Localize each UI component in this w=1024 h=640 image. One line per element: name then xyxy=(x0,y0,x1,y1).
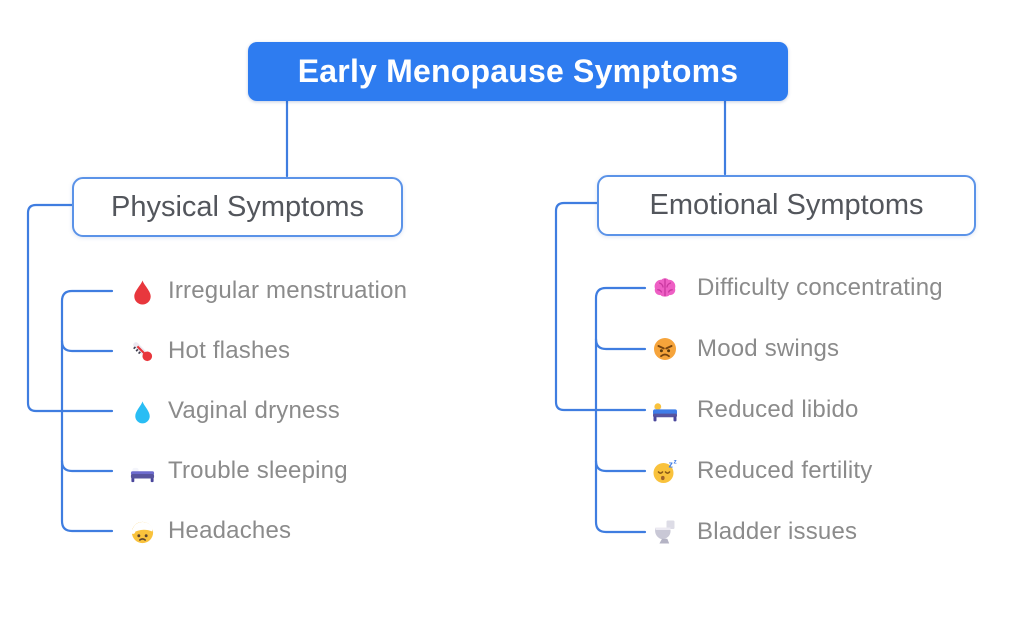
symptom-node-reduced-libido[interactable]: Reduced libido xyxy=(651,392,859,428)
symptom-node-headaches[interactable]: Headaches xyxy=(128,513,291,549)
svg-text:z: z xyxy=(674,459,678,466)
branch-label-emotional: Emotional Symptoms xyxy=(649,189,924,221)
symptom-label: Irregular menstruation xyxy=(168,277,408,304)
symptom-label: Trouble sleeping xyxy=(168,457,348,484)
bandaged-head-face-icon xyxy=(128,517,156,545)
connector-physical-stub-4 xyxy=(60,459,114,473)
person-in-bed-icon xyxy=(651,396,679,424)
connector-physical-outer xyxy=(26,203,114,413)
connector-emotional-outer xyxy=(554,201,647,412)
branch-node-emotional[interactable]: Emotional Symptoms xyxy=(597,175,976,236)
symptom-label: Hot flashes xyxy=(168,337,291,364)
symptom-label: Vaginal dryness xyxy=(168,397,340,424)
branch-label-physical: Physical Symptoms xyxy=(110,190,364,223)
brain-icon xyxy=(651,274,679,302)
symptom-node-vaginal-dryness[interactable]: Vaginal dryness xyxy=(128,393,340,429)
symptom-node-bladder-issues[interactable]: Bladder issues xyxy=(651,514,857,550)
symptom-label: Reduced libido xyxy=(697,396,859,423)
connector-emotional-rail xyxy=(594,286,647,534)
bed-icon xyxy=(128,457,156,485)
droplet-icon xyxy=(128,397,156,425)
connector-physical-stub-2 xyxy=(60,339,114,353)
symptom-label: Difficulty concentrating xyxy=(697,274,943,301)
symptom-node-mood-swings[interactable]: Mood swings xyxy=(651,331,839,367)
connector-emotional-stub-4 xyxy=(594,459,647,473)
root-node[interactable]: Early Menopause Symptoms xyxy=(248,42,788,101)
symptom-node-reduced-fertility[interactable]: z z Reduced fertility xyxy=(651,453,872,489)
connector-physical-rail xyxy=(60,289,114,533)
symptom-node-trouble-sleeping[interactable]: Trouble sleeping xyxy=(128,453,348,489)
thermometer-icon xyxy=(128,337,156,365)
toilet-icon xyxy=(651,518,679,546)
symptom-node-difficulty-concentrating[interactable]: Difficulty concentrating xyxy=(651,270,943,306)
symptom-label: Mood swings xyxy=(697,335,840,362)
symptom-node-hot-flashes[interactable]: Hot flashes xyxy=(128,333,290,369)
sleeping-face-icon: z z xyxy=(651,457,679,485)
root-node-label: Early Menopause Symptoms xyxy=(297,53,739,89)
angry-face-icon xyxy=(651,335,679,363)
blood-drop-icon xyxy=(128,277,156,305)
symptom-node-irregular-menstruation[interactable]: Irregular menstruation xyxy=(128,273,407,309)
connector-emotional-stub-2 xyxy=(594,337,647,351)
symptom-label: Reduced fertility xyxy=(697,457,873,484)
symptom-label: Bladder issues xyxy=(697,518,858,545)
symptom-label: Headaches xyxy=(168,517,292,544)
branch-node-physical[interactable]: Physical Symptoms xyxy=(72,177,403,237)
svg-text:z: z xyxy=(669,460,674,470)
